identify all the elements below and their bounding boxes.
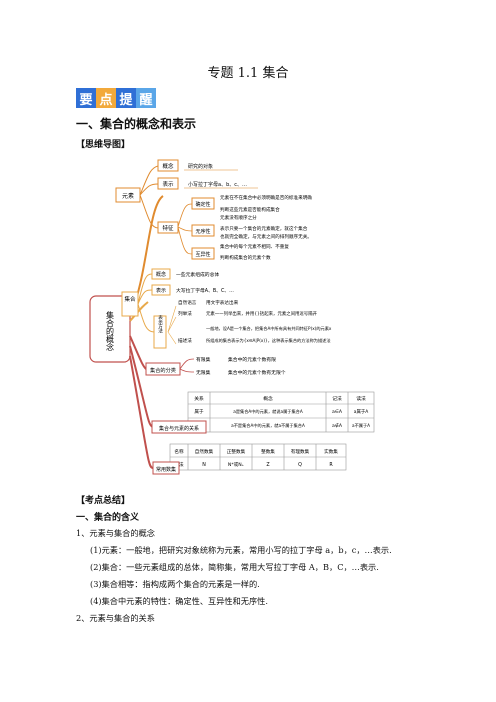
svg-text:列举法: 列举法 — [178, 310, 192, 317]
summary-label: 【考点总结】 — [76, 496, 131, 506]
svg-text:用文字表达出来: 用文字表达出来 — [206, 299, 239, 306]
svg-text:R: R — [329, 462, 333, 468]
svg-text:有限集: 有限集 — [196, 356, 211, 363]
svg-text:无序性: 无序性 — [195, 228, 210, 235]
svg-text:a是集合A中的元素，就说a属于集合A: a是集合A中的元素，就说a属于集合A — [233, 408, 303, 415]
svg-text:自然语言: 自然语言 — [178, 299, 197, 306]
svg-text:a不是集合A中的元素，就a不属于集合A: a不是集合A中的元素，就a不属于集合A — [231, 422, 305, 429]
svg-text:集合中的元素个数有限: 集合中的元素个数有限 — [228, 356, 276, 363]
svg-text:集合的分类: 集合的分类 — [150, 366, 176, 374]
badge-char-4: 醒 — [136, 88, 156, 108]
svg-text:概念: 概念 — [156, 271, 166, 278]
node-relation — [151, 420, 207, 434]
svg-text:自然数集: 自然数集 — [195, 448, 214, 455]
para-4: (4)集合中元素的特性：确定性、互异性和无序性. — [90, 596, 268, 606]
svg-text:特征: 特征 — [162, 224, 174, 232]
svg-text:a∈A: a∈A — [332, 409, 343, 415]
svg-text:整数集: 整数集 — [261, 448, 275, 455]
branch-line-3 — [129, 335, 147, 370]
svg-text:常用数集: 常用数集 — [156, 466, 176, 473]
svg-text:概念: 概念 — [162, 162, 174, 170]
badge-char-2: 点 — [96, 88, 116, 108]
svg-text:概念: 概念 — [263, 395, 273, 402]
para-1: (1)元素：一般地，把研究对象统称为元素，常用小写的拉丁字母 a，b，c，…表示… — [90, 545, 392, 555]
svg-text:关系: 关系 — [194, 395, 204, 402]
s3-title: 2、元素与集合的关系 — [76, 613, 155, 623]
svg-text:实数集: 实数集 — [324, 448, 338, 455]
center-box — [89, 295, 131, 363]
svg-text:小写拉丁字母a、b、c、…: 小写拉丁字母a、b、c、… — [188, 181, 247, 188]
mindmap-label: 【思维导图】 — [76, 140, 131, 150]
svg-text:正整数集: 正整数集 — [227, 448, 246, 455]
svg-text:互异性: 互异性 — [195, 251, 210, 258]
svg-text:Z: Z — [266, 462, 270, 468]
svg-text:a不属于A: a不属于A — [352, 423, 370, 429]
svg-text:所组成的集合表示为{x∈A|P(x)}，这种表示集合的方法称: 所组成的集合表示为{x∈A|P(x)}，这种表示集合的方法称为描述法 — [206, 337, 331, 344]
svg-text:a∉A: a∉A — [332, 423, 343, 429]
svg-text:名称: 名称 — [174, 448, 184, 455]
svg-text:集合中的每个元素不相同、不重复: 集合中的每个元素不相同、不重复 — [220, 243, 289, 250]
svg-text:一般地，设A是一个集合，把集合A中所有具有共同特征P(x)的: 一般地，设A是一个集合，把集合A中所有具有共同特征P(x)的元素x — [206, 325, 332, 332]
para-2: (2)集合：一些元素组成的总体，简称集，常用大写拉丁字母 A，B，C，…表示. — [90, 562, 379, 572]
s1-title: 一、集合的含义 — [76, 513, 140, 523]
svg-text:大写拉丁字母A、B、C、…: 大写拉丁字母A、B、C、… — [176, 287, 234, 294]
branch-line-2 — [129, 301, 149, 322]
svg-text:研究的对象: 研究的对象 — [188, 163, 213, 170]
svg-text:属于: 属于 — [194, 409, 204, 415]
svg-text:元素没有顺序之分: 元素没有顺序之分 — [220, 214, 257, 221]
svg-text:判断这些元素是否能构成集合: 判断这些元素是否能构成集合 — [220, 206, 280, 213]
svg-text:描述法: 描述法 — [178, 337, 192, 344]
svg-text:N: N — [202, 462, 206, 468]
svg-text:也就完全确定，与元素之间的排列顺序无关。: 也就完全确定，与元素之间的排列顺序无关。 — [220, 233, 312, 240]
branch-line-5 — [129, 355, 154, 469]
svg-text:无限集: 无限集 — [196, 369, 211, 376]
svg-text:确定性: 确定性 — [195, 201, 210, 208]
center-label: 集合的概念 — [106, 310, 115, 351]
svg-text:表示只要一个集合的元素确定，就这个集合: 表示只要一个集合的元素确定，就这个集合 — [220, 225, 308, 232]
svg-text:N*或N₊: N*或N₊ — [228, 461, 245, 468]
svg-text:集合与元素的关系: 集合与元素的关系 — [159, 425, 199, 432]
svg-text:表示方法: 表示方法 — [158, 314, 163, 335]
svg-text:有理数集: 有理数集 — [291, 448, 310, 455]
svg-text:Q: Q — [298, 462, 302, 468]
section1-title: 一、集合的概念和表示 — [76, 117, 197, 131]
svg-text:读法: 读法 — [356, 395, 366, 402]
node-number-sets — [152, 461, 180, 475]
para-3: (3)集合相等：指构成两个集合的元素是一样的. — [90, 579, 260, 589]
branch-line-4 — [129, 345, 154, 428]
page-title: 专题 1.1 集合 — [207, 66, 289, 81]
badge-char-1: 要 — [76, 88, 96, 108]
badge-char-3: 提 — [116, 88, 136, 108]
svg-text:表示: 表示 — [162, 180, 174, 188]
node-set — [121, 291, 139, 317]
svg-text:元素: 元素 — [122, 192, 134, 200]
svg-text:记法: 记法 — [332, 395, 342, 402]
svg-text:判断构成集合的元素个数: 判断构成集合的元素个数 — [220, 254, 271, 261]
svg-text:表示: 表示 — [156, 287, 166, 294]
svg-text:元素在不在集合中必须明确是否的标准来明确: 元素在不在集合中必须明确是否的标准来明确 — [220, 194, 312, 201]
svg-text:集合中的元素个数有无限个: 集合中的元素个数有无限个 — [228, 369, 286, 376]
svg-text:a属于A: a属于A — [354, 409, 368, 415]
svg-text:元素一一列举出来，并用{}括起来，元素之间用逗号隔开: 元素一一列举出来，并用{}括起来，元素之间用逗号隔开 — [206, 310, 318, 317]
mind-map: 集合的概念 元素 概念 研究的对象 表示 小写拉丁字母a、b、c、… 特征 确定… — [89, 159, 375, 475]
svg-text:集合: 集合 — [124, 295, 136, 303]
svg-text:一些元素组成的总体: 一些元素组成的总体 — [176, 271, 219, 278]
s2-title: 1、元素与集合的概念 — [76, 528, 155, 538]
